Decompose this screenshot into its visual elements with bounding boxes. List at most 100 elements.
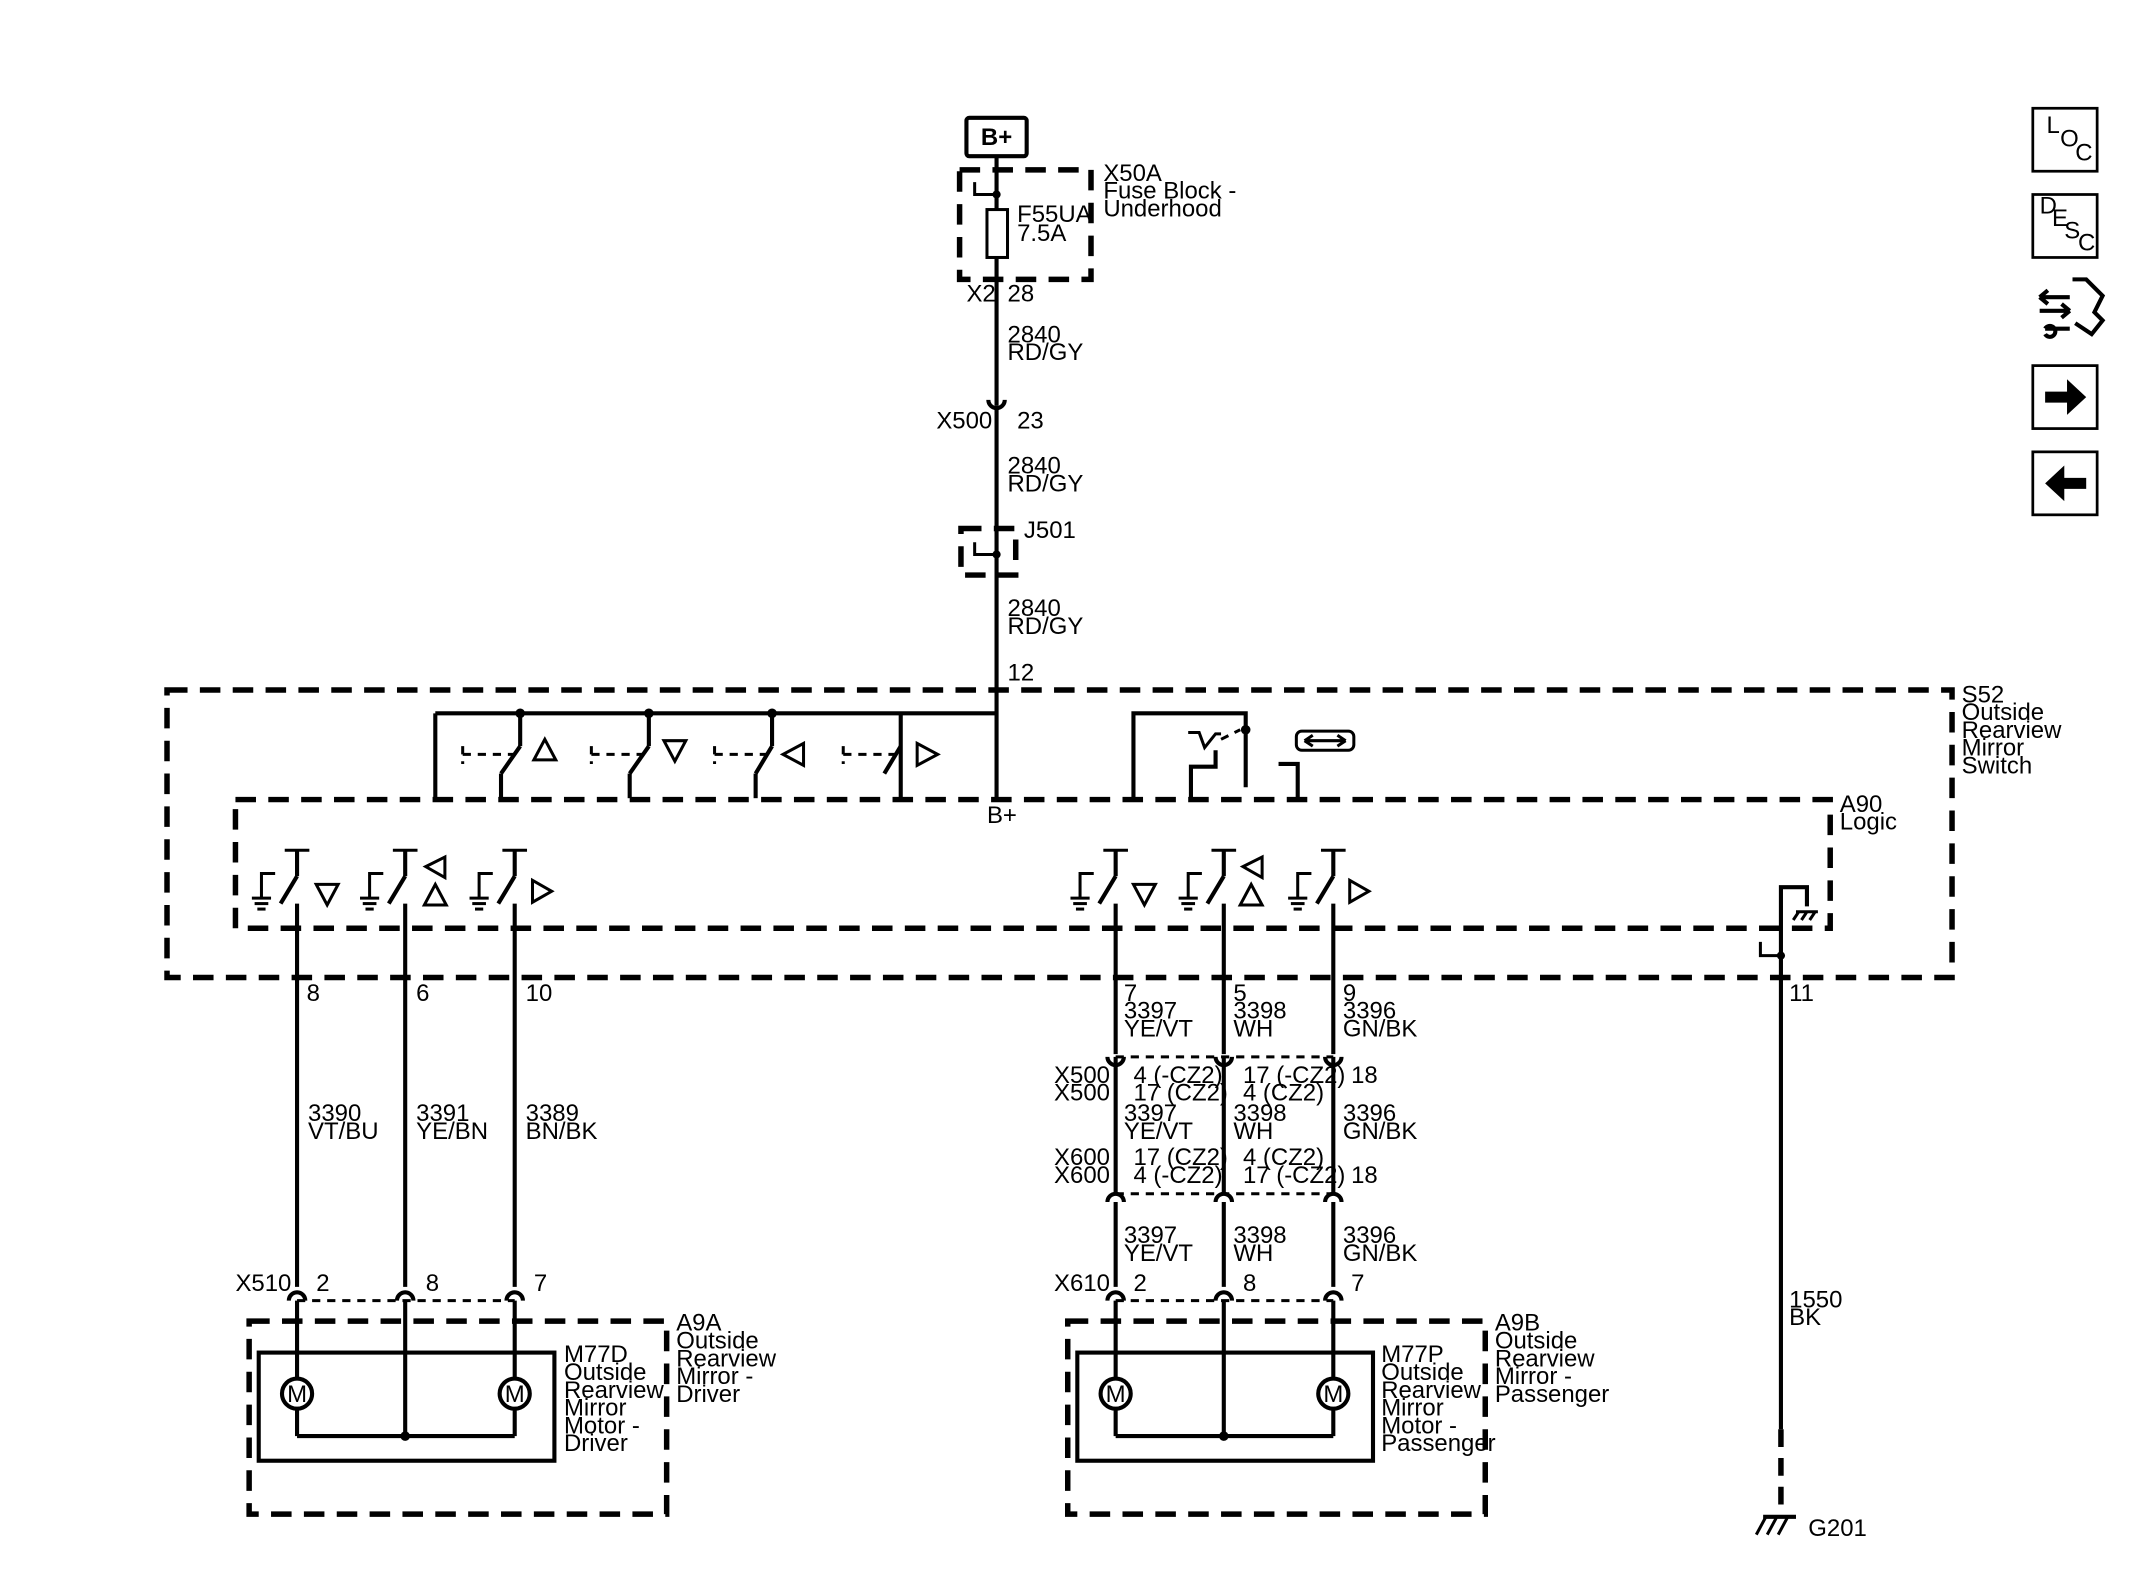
diagram-label: X50A bbox=[1103, 160, 1162, 187]
diagram-label: X600 bbox=[1054, 1144, 1110, 1171]
diagram-label: 3397 bbox=[1124, 1222, 1177, 1249]
switch-direction-bus bbox=[433, 708, 997, 799]
arrow-left-icon bbox=[2045, 465, 2087, 502]
diagram-label: Rearview bbox=[1381, 1377, 1481, 1404]
mirror-a9a-driver: M M bbox=[246, 1300, 670, 1517]
diagram-label: 3396 bbox=[1343, 1100, 1396, 1127]
diagram-label: 3398 bbox=[1233, 998, 1286, 1025]
diagram-label: X510 bbox=[235, 1270, 291, 1297]
left-right-select-icon bbox=[1294, 729, 1356, 752]
diagram-label: 8 bbox=[307, 980, 320, 1007]
diagram-label: M bbox=[287, 1381, 307, 1408]
diagram-label: Driver bbox=[676, 1381, 740, 1408]
diagram-label: A90 bbox=[1840, 791, 1883, 818]
diagram-label: 4 (-CZ2) bbox=[1133, 1162, 1222, 1189]
diagram-label: D bbox=[2040, 193, 2057, 220]
diagram-label: A9A bbox=[676, 1310, 721, 1337]
diagram-label: 18 bbox=[1351, 1062, 1378, 1089]
ground-g201 bbox=[1754, 1514, 1796, 1536]
mirror-a9b-passenger: M M bbox=[1065, 1300, 1488, 1517]
diagram-label: 28 bbox=[1008, 280, 1035, 307]
diagram-label: X600 bbox=[1054, 1162, 1110, 1189]
diagram-label: M bbox=[1106, 1381, 1126, 1408]
connector-x500-x600-group bbox=[1105, 1057, 1341, 1287]
diagram-label: Mirror - bbox=[1495, 1363, 1572, 1390]
diagram-label: 6 bbox=[416, 980, 429, 1007]
fuse-f55ua bbox=[985, 208, 1010, 259]
diagram-label: F55UA bbox=[1017, 201, 1092, 228]
diagram-label: GN/BK bbox=[1343, 1015, 1418, 1042]
connector-repair-icon[interactable] bbox=[2038, 277, 2106, 339]
location-button[interactable]: L O C bbox=[2031, 106, 2099, 173]
diagram-label: Outside bbox=[1962, 699, 2045, 726]
diagram-label: S bbox=[2064, 217, 2080, 244]
diagram-label: BN/BK bbox=[526, 1118, 598, 1145]
diagram-label: 23 bbox=[1017, 408, 1044, 435]
diagram-label: B+ bbox=[987, 802, 1017, 829]
next-page-button[interactable] bbox=[2031, 364, 2099, 430]
diagram-label: Rearview bbox=[676, 1345, 776, 1372]
diagram-label: Passenger bbox=[1381, 1430, 1495, 1457]
diagram-label: 4 (CZ2) bbox=[1243, 1144, 1324, 1171]
diagram-label: C bbox=[2075, 139, 2092, 166]
diagram-label: 3397 bbox=[1124, 998, 1177, 1025]
battery-positive-source: B+ bbox=[964, 115, 1029, 159]
diagram-label: RD/GY bbox=[1008, 471, 1084, 498]
diagram-label: WH bbox=[1233, 1118, 1273, 1145]
diagram-label: J501 bbox=[1024, 517, 1076, 544]
diagram-label: 12 bbox=[1008, 659, 1035, 686]
diagram-label: 8 bbox=[426, 1270, 439, 1297]
diagram-label: 1550 bbox=[1789, 1286, 1842, 1313]
diagram-label: 17 (CZ2) bbox=[1133, 1144, 1227, 1171]
diagram-label: S52 bbox=[1962, 681, 2005, 708]
diagram-label: YE/VT bbox=[1124, 1240, 1194, 1267]
diagram-label: M bbox=[1323, 1381, 1343, 1408]
switch-s52-enclosure bbox=[164, 687, 1955, 981]
diagram-label: 3396 bbox=[1343, 998, 1396, 1025]
diagram-label: L bbox=[2046, 112, 2059, 139]
diagram-label: GN/BK bbox=[1343, 1118, 1418, 1145]
diagram-label: X2 bbox=[966, 280, 995, 307]
description-button[interactable]: D E S C bbox=[2031, 193, 2099, 259]
diagram-label: 4 (-CZ2) bbox=[1133, 1062, 1222, 1089]
logic-ground-pin11 bbox=[1758, 885, 1818, 1515]
diagram-label: 3391 bbox=[416, 1100, 469, 1127]
mirror-select-switch bbox=[1131, 711, 1356, 799]
diagram-label: YE/VT bbox=[1124, 1118, 1194, 1145]
diagram-label: X500 bbox=[936, 408, 992, 435]
diagram-label: 4 (CZ2) bbox=[1243, 1080, 1324, 1107]
diagram-label: 7.5A bbox=[1017, 220, 1066, 247]
diagram-label: 17 (CZ2) bbox=[1133, 1080, 1227, 1107]
diagram-label: Mirror - bbox=[676, 1363, 753, 1390]
diagram-label: 17 (-CZ2) bbox=[1243, 1062, 1345, 1089]
diagram-label: 7 bbox=[534, 1270, 547, 1297]
diagram-label: WH bbox=[1233, 1240, 1273, 1267]
diagram-label: Driver bbox=[564, 1430, 628, 1457]
diagram-label: Rearview bbox=[564, 1377, 664, 1404]
diagram-label: B+ bbox=[981, 124, 1012, 151]
diagram-label: 3396 bbox=[1343, 1222, 1396, 1249]
diagram-label: Mirror bbox=[1381, 1395, 1444, 1422]
diagram-label: 2 bbox=[316, 1270, 329, 1297]
diagram-label: X500 bbox=[1054, 1062, 1110, 1089]
diagram-label: Motor - bbox=[1381, 1412, 1457, 1439]
diagram-label: 5 bbox=[1233, 980, 1246, 1007]
diagram-label: M77P bbox=[1381, 1341, 1444, 1368]
diagram-label: VT/BU bbox=[308, 1118, 379, 1145]
fuse-block-x50a: F55UA 7.5A bbox=[956, 156, 1094, 406]
diagram-label: 7 bbox=[1124, 980, 1137, 1007]
arrow-right-icon bbox=[2045, 379, 2087, 415]
diagram-label: Mirror bbox=[1962, 735, 2025, 762]
diagram-label: YE/VT bbox=[1124, 1015, 1194, 1042]
diagram-label: Switch bbox=[1962, 753, 2033, 780]
diagram-label: M77D bbox=[564, 1341, 628, 1368]
diagram-label: BK bbox=[1789, 1304, 1821, 1331]
previous-page-button[interactable] bbox=[2031, 450, 2099, 517]
diagram-label: E bbox=[2052, 205, 2068, 232]
diagram-label: 3398 bbox=[1233, 1222, 1286, 1249]
diagram-label: Logic bbox=[1840, 809, 1897, 836]
passenger-output-switches bbox=[1068, 848, 1372, 1055]
diagram-label: 3390 bbox=[308, 1100, 361, 1127]
diagram-label: 8 bbox=[1243, 1270, 1256, 1297]
